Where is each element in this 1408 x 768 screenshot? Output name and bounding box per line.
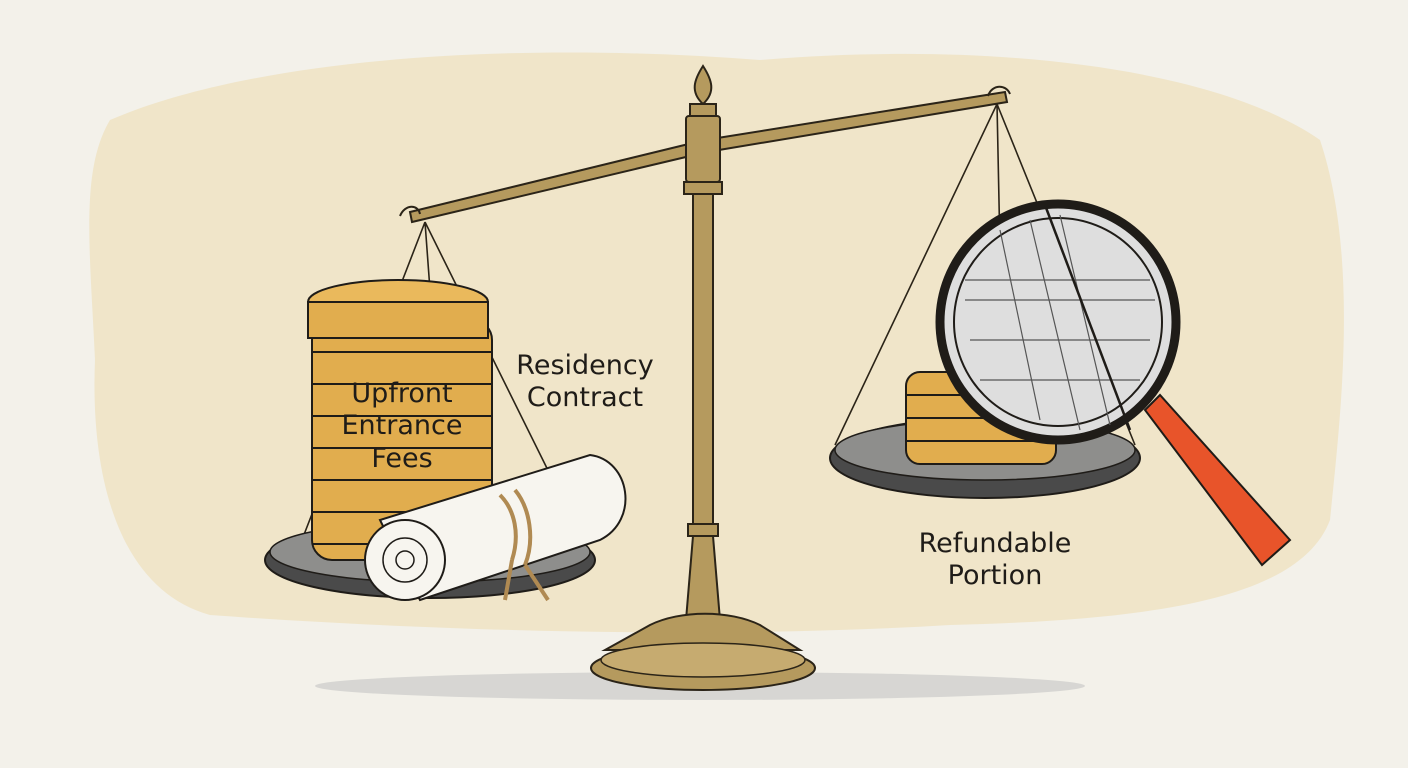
entrance-fees-line-2: Entrance <box>341 410 463 442</box>
refundable-portion-line-1: Refundable <box>918 528 1072 559</box>
residency-contract-label: Residency Contract <box>500 350 670 415</box>
entrance-fees-line-1: Upfront <box>351 378 453 409</box>
scroll-icon <box>364 453 627 602</box>
refundable-portion-line-2: Portion <box>947 560 1043 592</box>
entrance-fees-line-3: Fees <box>371 442 433 474</box>
residency-contract-line-2: Contract <box>526 382 644 414</box>
refundable-portion-label: Refundable Portion <box>905 528 1085 593</box>
entrance-fees-label: Upfront Entrance Fees <box>322 378 482 475</box>
magnifying-glass-icon <box>935 199 1292 567</box>
scale-stand <box>590 64 816 691</box>
residency-contract-line-1: Residency <box>516 350 654 381</box>
